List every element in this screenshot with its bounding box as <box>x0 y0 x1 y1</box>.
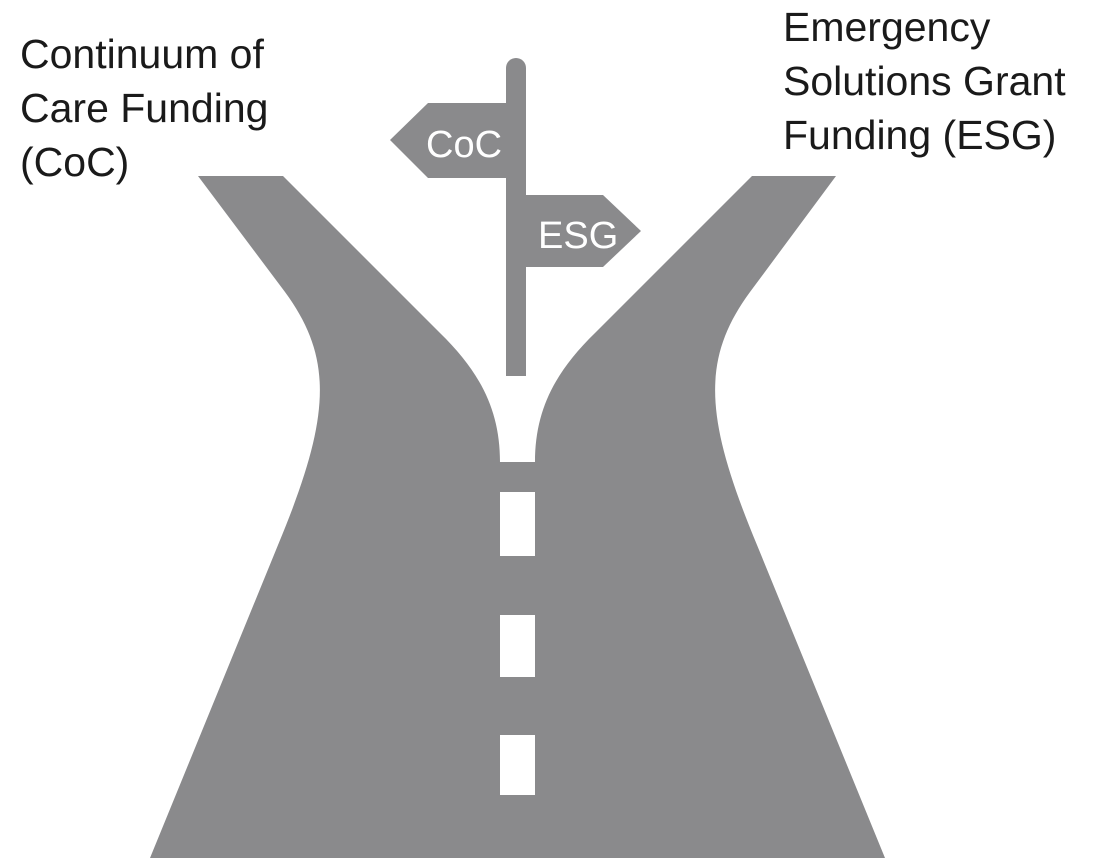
esg-sign <box>518 195 641 267</box>
coc-sign-label: CoC <box>426 124 502 166</box>
coc-caption-line-3: (CoC) <box>20 139 130 185</box>
coc-sign <box>390 103 517 178</box>
coc-caption-line-1: Continuum of <box>20 31 264 77</box>
coc-caption: Continuum of Care Funding (CoC) <box>20 27 268 189</box>
lane-gap <box>499 677 536 735</box>
esg-caption-line-3: Funding (ESG) <box>783 112 1057 158</box>
right-road-branch <box>535 176 885 858</box>
lane-gap <box>499 462 536 492</box>
lane-markings <box>500 492 531 795</box>
esg-caption-line-1: Emergency <box>783 4 991 50</box>
lane-dash <box>500 492 531 556</box>
esg-caption: Emergency Solutions Grant Funding (ESG) <box>783 0 1066 162</box>
lane-gap <box>499 795 536 858</box>
lane-gap <box>499 556 536 615</box>
coc-caption-line-2: Care Funding <box>20 85 269 131</box>
left-road-branch <box>150 176 500 858</box>
esg-caption-line-2: Solutions Grant <box>783 58 1066 104</box>
signpost-pole-base <box>506 360 526 376</box>
signpost-icon: CoC ESG <box>390 58 641 376</box>
lane-dash <box>500 735 531 795</box>
esg-sign-label: ESG <box>538 215 618 257</box>
lane-gaps <box>499 462 536 858</box>
lane-dash <box>500 615 531 677</box>
